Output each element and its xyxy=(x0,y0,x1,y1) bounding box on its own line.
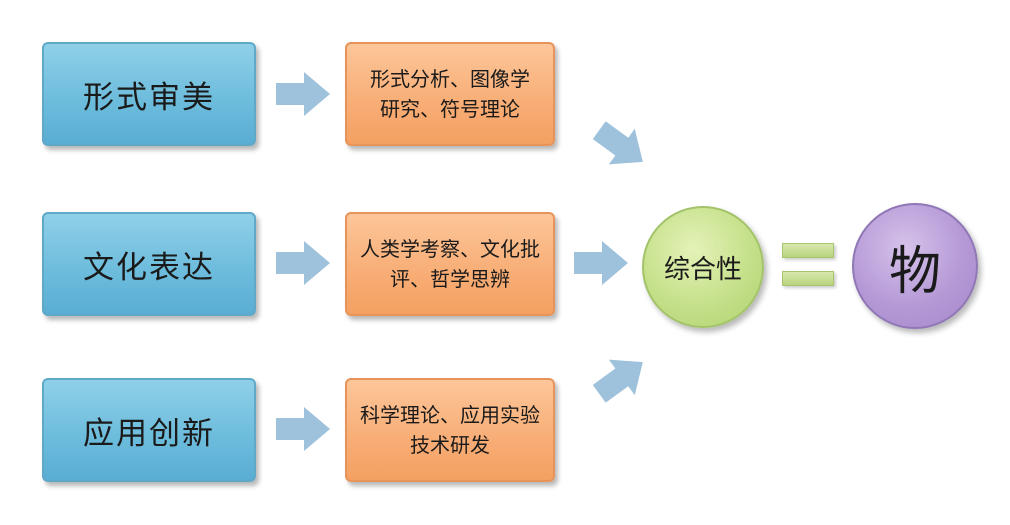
method-text-line: 技术研发 xyxy=(410,433,490,457)
category-label: 文化表达 xyxy=(83,249,215,286)
result-circle: 物 xyxy=(852,203,978,329)
synthesis-label: 综合性 xyxy=(663,254,742,285)
right-arrow-icon xyxy=(276,241,330,285)
diagonal-down-arrow-icon xyxy=(592,121,643,165)
equals-sign-top-bar xyxy=(782,243,834,258)
category-label: 形式审美 xyxy=(83,79,215,116)
category-label: 应用创新 xyxy=(83,415,215,452)
right-arrow-icon xyxy=(276,72,330,116)
method-text-line: 科学理论、应用实验 xyxy=(360,403,540,427)
right-arrow-icon xyxy=(574,241,628,285)
equals-sign-bottom-bar xyxy=(782,271,834,286)
category-box-cultural-expression: 文化表达 xyxy=(42,212,256,316)
synthesis-circle: 综合性 xyxy=(642,206,764,328)
category-box-applied-innovation: 应用创新 xyxy=(42,378,256,482)
result-label: 物 xyxy=(888,241,941,302)
method-box-formal: 形式分析、图像学 研究、符号理论 xyxy=(345,42,555,146)
method-text-line: 形式分析、图像学 xyxy=(370,67,530,91)
method-box-cultural: 人类学考察、文化批 评、哲学思辨 xyxy=(345,212,555,316)
method-text-line: 研究、符号理论 xyxy=(380,97,520,121)
diagonal-up-arrow-icon xyxy=(592,359,643,403)
method-box-applied: 科学理论、应用实验 技术研发 xyxy=(345,378,555,482)
right-arrow-icon xyxy=(276,407,330,451)
method-text-line: 人类学考察、文化批 xyxy=(360,237,540,261)
category-box-formal-aesthetics: 形式审美 xyxy=(42,42,256,146)
method-text-line: 评、哲学思辨 xyxy=(390,267,510,291)
